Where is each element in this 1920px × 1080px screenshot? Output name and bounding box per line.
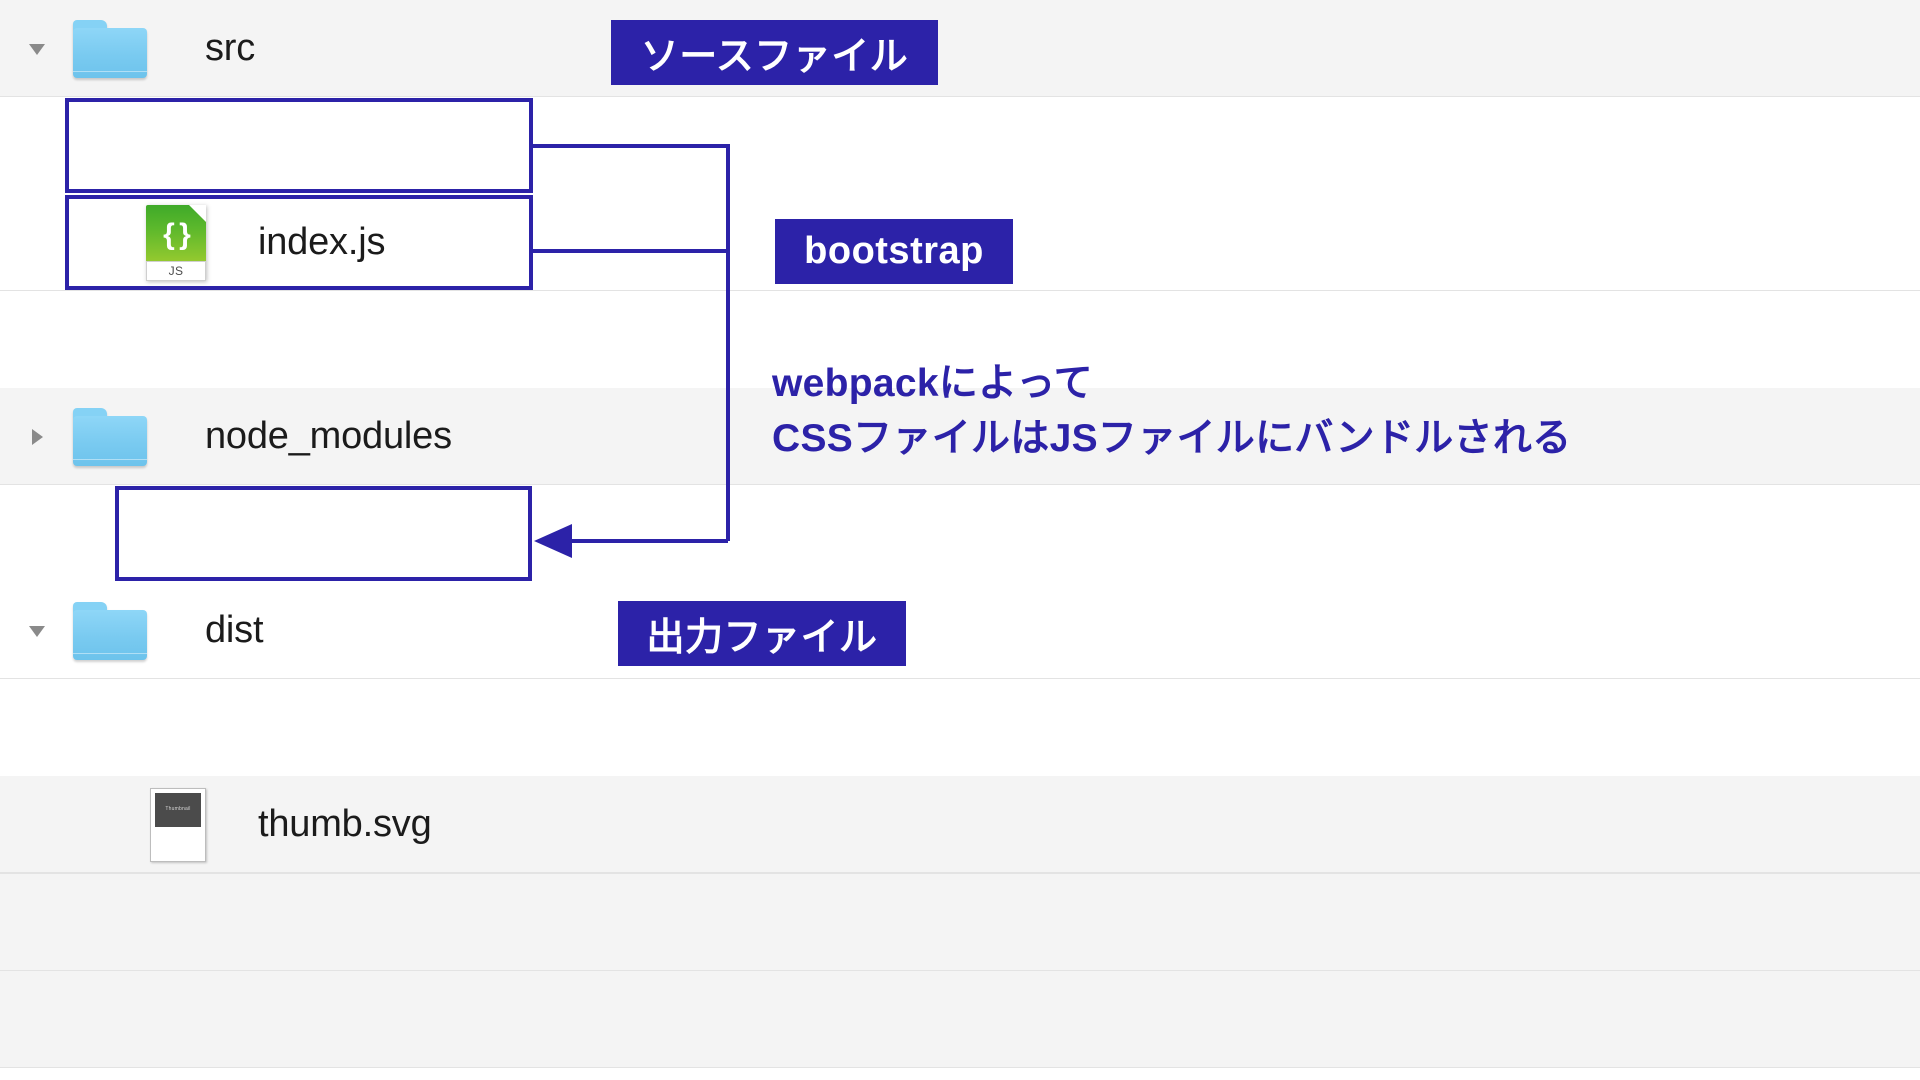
chevron-right-icon[interactable]: [22, 422, 52, 452]
folder-icon: [72, 593, 148, 669]
callout-output-files: 出力ファイル: [618, 601, 906, 666]
callout-label: ソースファイル: [640, 36, 909, 78]
callout-source-files: ソースファイル: [611, 20, 938, 85]
row-separator: [0, 873, 1920, 874]
row-separator: [0, 872, 1920, 873]
folder-icon: [72, 399, 148, 475]
row-separator: [0, 484, 1920, 485]
tree-row-src[interactable]: src: [0, 0, 1920, 97]
tree-row-label: src: [205, 27, 256, 69]
callout-label: 出力ファイル: [646, 617, 878, 659]
tree-row-dist[interactable]: dist: [0, 582, 1920, 679]
annotation-line-2: CSSファイルはJSファイルにバンドルされる: [772, 417, 1572, 461]
js-file-icon: { } JS: [138, 204, 214, 281]
empty-row: [0, 874, 1920, 971]
empty-row: [0, 971, 1920, 1068]
tree-row-thumb-svg[interactable]: Thumbnail thumb.svg: [0, 776, 1920, 873]
annotation-line-1: webpackによって: [772, 362, 1093, 405]
row-separator: [0, 96, 1920, 97]
tree-row-label: index.js: [258, 221, 386, 263]
chevron-down-icon[interactable]: [22, 616, 52, 646]
folder-icon: [72, 11, 148, 87]
chevron-down-icon[interactable]: [22, 34, 52, 64]
svg-thumb-caption: Thumbnail: [165, 805, 191, 812]
row-separator: [0, 678, 1920, 679]
annotation-text: webpackによって CSSファイルはJSファイルにバンドルされる: [772, 356, 1571, 467]
row-separator: [0, 970, 1920, 971]
tree-row-label: dist: [205, 609, 264, 651]
tree-row-label: node_modules: [205, 415, 452, 457]
callout-bootstrap: bootstrap: [775, 219, 1013, 284]
tree-row-node-modules[interactable]: node_modules: [0, 388, 1920, 485]
svg-file-icon: Thumbnail: [140, 787, 216, 863]
js-badge-label: JS: [146, 260, 206, 281]
row-separator: [0, 1067, 1920, 1068]
row-separator: [0, 290, 1920, 291]
tree-row-label: thumb.svg: [258, 803, 432, 845]
callout-label: bootstrap: [804, 230, 984, 272]
